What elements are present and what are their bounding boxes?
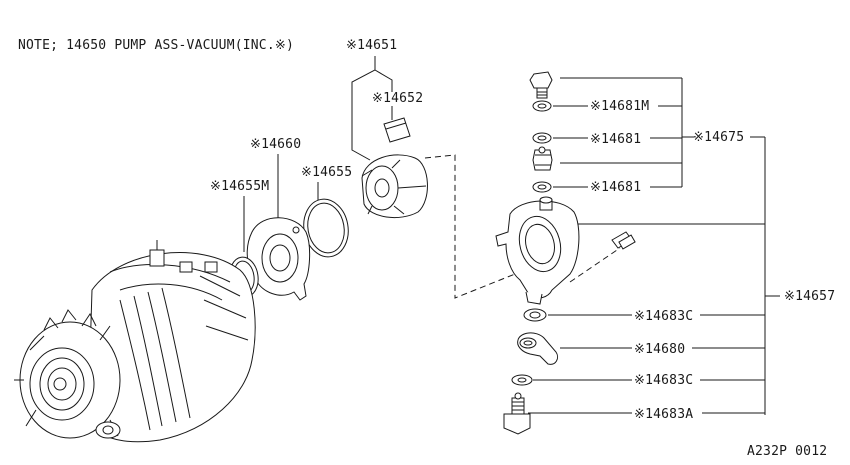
note-text: NOTE; 14650 PUMP ASS-VACUUM(INC.※) <box>18 38 294 53</box>
washer-14681-upper <box>532 132 552 144</box>
figure-code: A232P 0012 <box>747 444 827 459</box>
label-14657: ※14657 <box>784 289 835 304</box>
label-14655M: ※14655M <box>210 179 269 194</box>
washer-14681M <box>532 100 552 112</box>
dashed-assembly-lines <box>424 154 621 299</box>
fitting-14680 <box>517 332 559 365</box>
label-14660: ※14660 <box>250 137 301 152</box>
alternator <box>14 240 256 443</box>
side-bolt <box>611 231 636 250</box>
leader-lines <box>243 56 780 415</box>
label-14683C-lower: ※14683C <box>634 373 693 388</box>
label-14681-lower: ※14681 <box>590 180 641 195</box>
label-14683C-upper: ※14683C <box>634 309 693 324</box>
gasket-14655 <box>303 198 349 258</box>
housing-14657 <box>495 196 580 305</box>
fitting-bolt <box>532 146 553 171</box>
label-14675: ※14675 <box>693 130 744 145</box>
label-14683A: ※14683A <box>634 407 693 422</box>
label-14681-upper: ※14681 <box>590 132 641 147</box>
label-14651: ※14651 <box>346 38 397 53</box>
label-14680: ※14680 <box>634 342 685 357</box>
bolt-14683A <box>503 392 531 435</box>
label-14681M: ※14681M <box>590 99 649 114</box>
rotor-14651 <box>361 154 428 218</box>
vane-14652 <box>383 117 411 143</box>
washer-14681-lower <box>532 181 552 193</box>
label-14655: ※14655 <box>301 165 352 180</box>
washer-14683C-upper <box>523 308 547 322</box>
label-14652: ※14652 <box>372 91 423 106</box>
cover-plate-14660 <box>243 217 311 301</box>
washer-14683C-lower <box>511 374 533 386</box>
bolt-top <box>529 71 553 99</box>
